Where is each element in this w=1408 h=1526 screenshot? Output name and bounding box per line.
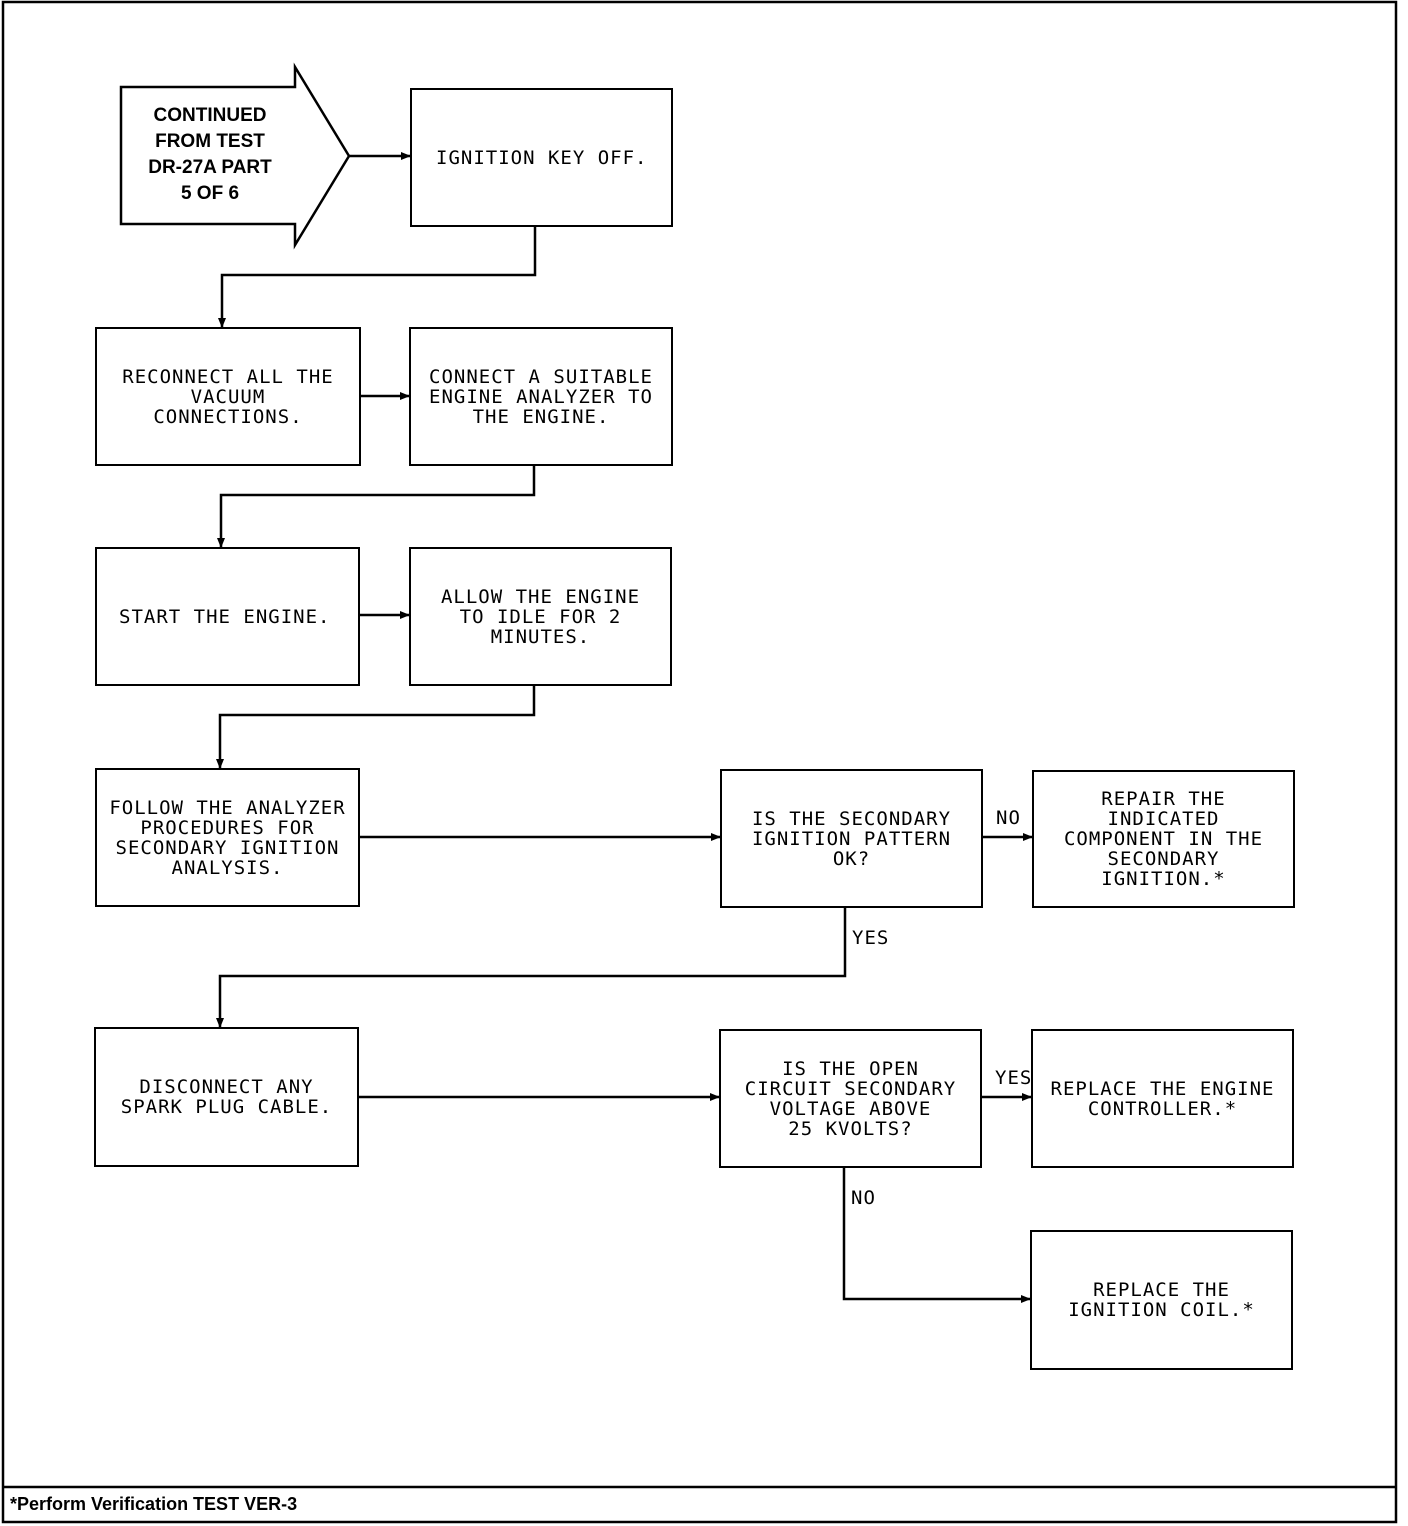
outcome-replace-controller: REPLACE THE ENGINE CONTROLLER.*	[1031, 1029, 1294, 1168]
step-connect-analyzer: CONNECT A SUITABLE ENGINE ANALYZER TO TH…	[409, 327, 673, 466]
branch-label-pattern-yes: YES	[852, 927, 890, 949]
step-reconnect-vacuum: RECONNECT ALL THE VACUUM CONNECTIONS.	[95, 327, 361, 466]
continued-from-test-label: CONTINUED FROM TEST DR-27A PART 5 OF 6	[148, 105, 272, 204]
branch-label-voltage-no: NO	[851, 1187, 876, 1209]
outcome-replace-coil: REPLACE THE IGNITION COIL.*	[1030, 1230, 1293, 1370]
footer-note: *Perform Verification TEST VER-3	[10, 1494, 298, 1514]
step-start-engine: START THE ENGINE.	[95, 547, 360, 686]
step-disconnect-cable: DISCONNECT ANY SPARK PLUG CABLE.	[94, 1027, 359, 1167]
decision-pattern-ok: IS THE SECONDARY IGNITION PATTERN OK?	[720, 769, 983, 908]
continued-arrow-shape	[119, 62, 351, 250]
decision-voltage-above: IS THE OPEN CIRCUIT SECONDARY VOLTAGE AB…	[719, 1029, 982, 1168]
step-ignition-key-off: IGNITION KEY OFF.	[410, 88, 673, 227]
step-idle-engine: ALLOW THE ENGINE TO IDLE FOR 2 MINUTES.	[409, 547, 672, 686]
connector-pattern-yes	[216, 908, 847, 1028]
connector-ignition-to-reconnect	[218, 226, 537, 328]
outcome-repair-component: REPAIR THE INDICATED COMPONENT IN THE SE…	[1032, 770, 1295, 908]
branch-label-pattern-no: NO	[996, 807, 1021, 829]
step-follow-analyzer: FOLLOW THE ANALYZER PROCEDURES FOR SECON…	[95, 768, 360, 907]
connector-idle-to-follow	[216, 686, 536, 769]
connector-voltage-no	[842, 1167, 1031, 1303]
branch-label-voltage-yes: YES	[995, 1067, 1033, 1089]
connector-analyzer-to-start	[217, 466, 536, 548]
